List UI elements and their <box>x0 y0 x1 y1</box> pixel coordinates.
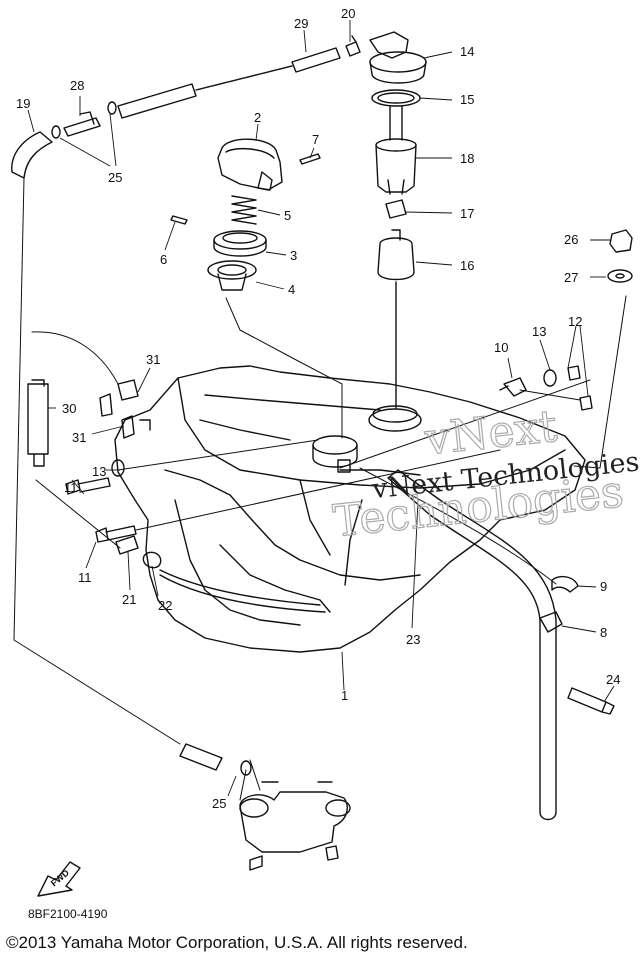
callout-25-b: 25 <box>212 796 226 811</box>
fuel-tank <box>114 365 586 653</box>
fuel-pump <box>239 781 351 871</box>
clamp-31-a <box>99 393 113 417</box>
leader-lines <box>13 177 627 801</box>
clamp-25-b <box>107 101 117 115</box>
callout-25-a: 25 <box>108 170 122 185</box>
callout-26: 26 <box>564 232 578 247</box>
callout-31-a: 31 <box>146 352 160 367</box>
callout-14: 14 <box>460 44 474 59</box>
callout-23: 23 <box>406 632 420 647</box>
pin-7 <box>299 153 321 165</box>
copyright-notice: ©2013 Yamaha Motor Corporation, U.S.A. A… <box>6 933 468 952</box>
joint-28 <box>63 111 101 137</box>
callout-leaders <box>27 20 615 797</box>
pipe-30 <box>27 379 49 467</box>
clamp-22 <box>142 551 162 569</box>
callout-8: 8 <box>600 625 607 640</box>
filler-ring <box>207 260 257 291</box>
callout-5: 5 <box>284 208 291 223</box>
vent-pipe-23 <box>387 469 557 821</box>
fuel-cock-assembly <box>369 31 427 409</box>
nut-26 <box>609 229 633 253</box>
callout-24: 24 <box>606 672 620 687</box>
washer-13-right <box>543 369 557 387</box>
callout-11-b: 11 <box>78 570 92 585</box>
clamp-25-c <box>240 760 252 776</box>
callout-10: 10 <box>494 340 508 355</box>
callout-27: 27 <box>564 270 578 285</box>
callout-11-a: 11 <box>64 480 78 495</box>
spring <box>231 195 257 225</box>
callout-1: 1 <box>341 688 348 703</box>
filler-neck <box>312 435 358 473</box>
callout-12: 12 <box>568 314 582 329</box>
callout-20: 20 <box>341 6 355 21</box>
washer-27 <box>607 269 633 283</box>
hose-lower <box>179 743 223 771</box>
clip-9 <box>551 575 579 593</box>
drawing-code: 8BF2100-4190 <box>28 907 108 921</box>
callout-28: 28 <box>70 78 84 93</box>
washer-13-left <box>111 459 125 477</box>
clamp-20 <box>345 35 361 57</box>
band-24 <box>567 687 607 713</box>
clamp-25-a <box>51 125 61 139</box>
fwd-label: FWD <box>49 867 72 888</box>
pin-6 <box>170 215 188 225</box>
callouts: 1 2 3 4 5 6 7 8 9 10 11 11 12 13 13 14 1… <box>16 6 620 811</box>
callout-17: 17 <box>460 206 474 221</box>
callout-30: 30 <box>62 401 76 416</box>
bolt-11-b <box>95 525 137 543</box>
hose-19 <box>11 131 53 179</box>
hose-29 <box>291 47 341 73</box>
clamp-31-b <box>121 415 135 439</box>
callout-9: 9 <box>600 579 607 594</box>
hose-main <box>117 83 197 119</box>
fuel-cap <box>217 138 283 191</box>
callout-6: 6 <box>160 252 167 267</box>
callout-29: 29 <box>294 16 308 31</box>
callout-16: 16 <box>460 258 474 273</box>
callout-13-a: 13 <box>92 464 106 479</box>
gasket <box>213 230 267 257</box>
callout-13-b: 13 <box>532 324 546 339</box>
fwd-arrow-icon <box>37 861 81 897</box>
callout-15: 15 <box>460 92 474 107</box>
nut-12-b <box>579 395 593 411</box>
callout-31-b: 31 <box>72 430 86 445</box>
callout-3: 3 <box>290 248 297 263</box>
callout-18: 18 <box>460 151 474 166</box>
bracket-10 <box>499 377 527 397</box>
nut-12-a <box>567 365 581 381</box>
callout-19: 19 <box>16 96 30 111</box>
callout-2: 2 <box>254 110 261 125</box>
callout-7: 7 <box>312 132 319 147</box>
hose-21 <box>115 535 139 555</box>
callout-21: 21 <box>122 592 136 607</box>
callout-22: 22 <box>158 598 172 613</box>
clamp-8 <box>539 611 563 633</box>
callout-4: 4 <box>288 282 295 297</box>
